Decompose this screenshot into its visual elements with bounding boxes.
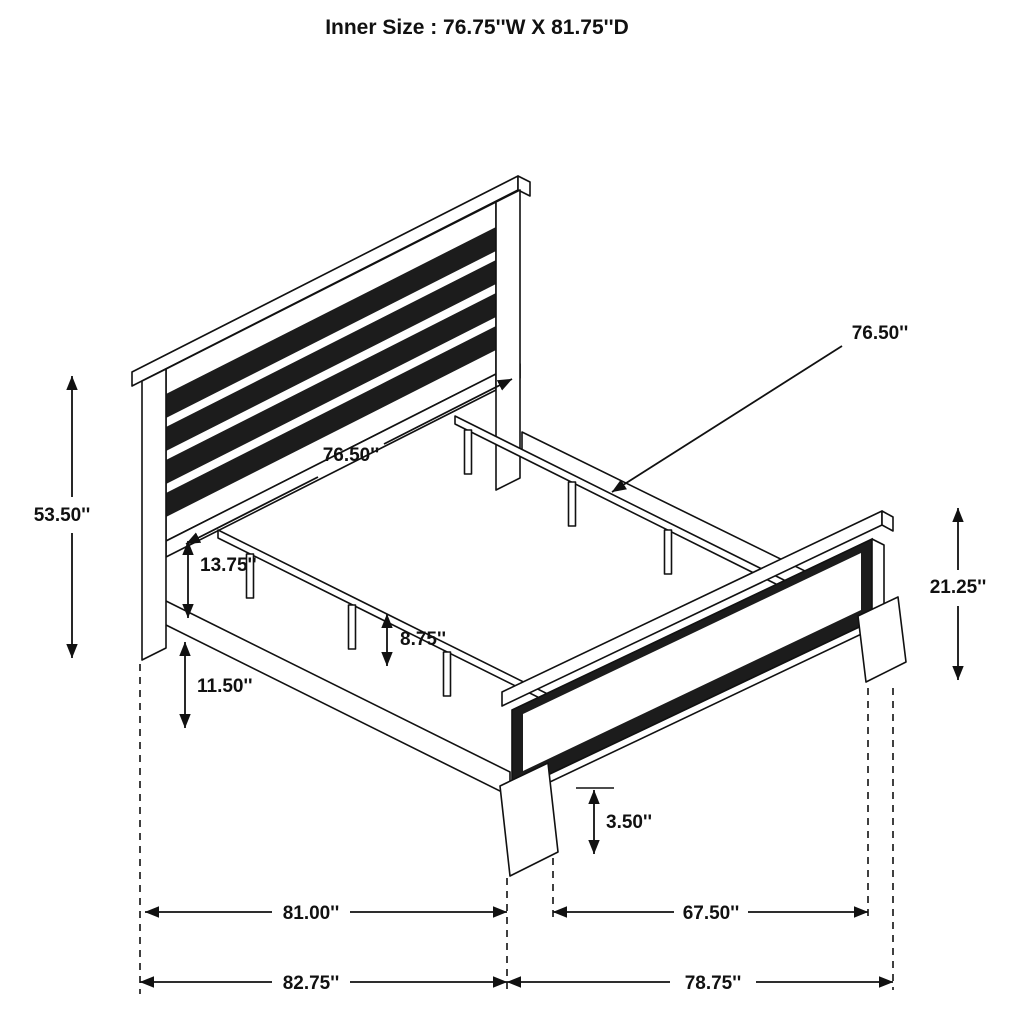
dim-headboard-inner-width: 76.50'' (185, 378, 513, 545)
headboard-slat-3 (166, 293, 496, 484)
headboard-height-label: 53.50'' (34, 505, 91, 526)
center-support-rails (217, 415, 813, 729)
support-leg (567, 481, 577, 527)
dim-inner-length: 81.00'' (144, 903, 508, 924)
dim-footboard-height: 21.25'' (930, 507, 987, 681)
support-leg (663, 529, 673, 575)
dim-footboard-leg-height: 3.50'' (576, 787, 652, 855)
footboard-crown-end-cap (881, 510, 894, 532)
footboard-overall-width-label: 78.75'' (685, 973, 742, 994)
side-rail-height-label: 11.50'' (197, 676, 253, 697)
dim-line (383, 378, 513, 445)
headboard-right-leg (495, 189, 521, 491)
footboard-inner-width-label: 67.50'' (683, 903, 740, 924)
footboard (499, 510, 907, 877)
footboard-leg-height-label: 3.50'' (606, 812, 652, 833)
support-leg (245, 553, 255, 599)
dim-headboard-height: 53.50'' (34, 375, 91, 659)
headboard-inner-width-label: 76.50'' (323, 445, 380, 466)
headboard-left-leg (141, 368, 167, 661)
leader-line (611, 345, 843, 493)
headboard-rail-height-label: 13.75'' (200, 555, 257, 576)
support-rail-length-label: 76.50'' (852, 323, 909, 344)
dim-footboard-overall-width: 78.75'' (506, 973, 894, 994)
dim-headboard-rail-height: 13.75'' (182, 540, 257, 619)
inner-length-label: 81.00'' (283, 903, 340, 924)
page-title: Inner Size : 76.75''W X 81.75''D (325, 16, 629, 39)
dim-footboard-inner-width: 67.50'' (552, 903, 869, 924)
footboard-far-leg (857, 596, 907, 683)
footboard-height-label: 21.25'' (930, 577, 987, 598)
support-leg (442, 651, 452, 697)
dim-overall-length: 82.75'' (139, 973, 508, 994)
headboard-crown-end-cap (517, 175, 531, 197)
footboard-near-leg (499, 762, 559, 877)
dim-side-rail-height: 11.50'' (179, 641, 253, 729)
center-support-height-label: 8.75'' (400, 629, 446, 650)
support-leg (347, 604, 357, 650)
headboard-slat-1 (166, 227, 496, 418)
extension-lines (139, 664, 894, 994)
dim-line (185, 476, 319, 545)
overall-length-label: 82.75'' (283, 973, 340, 994)
dim-support-rail-length: 76.50'' (611, 323, 909, 493)
headboard-slat-2 (166, 260, 496, 451)
side-rail-near (163, 599, 511, 797)
dim-center-support-height: 8.75'' (381, 613, 446, 667)
headboard (131, 175, 531, 661)
footboard-panel-inner (523, 553, 861, 771)
headboard-slat-4 (166, 326, 496, 517)
support-leg (463, 429, 473, 475)
